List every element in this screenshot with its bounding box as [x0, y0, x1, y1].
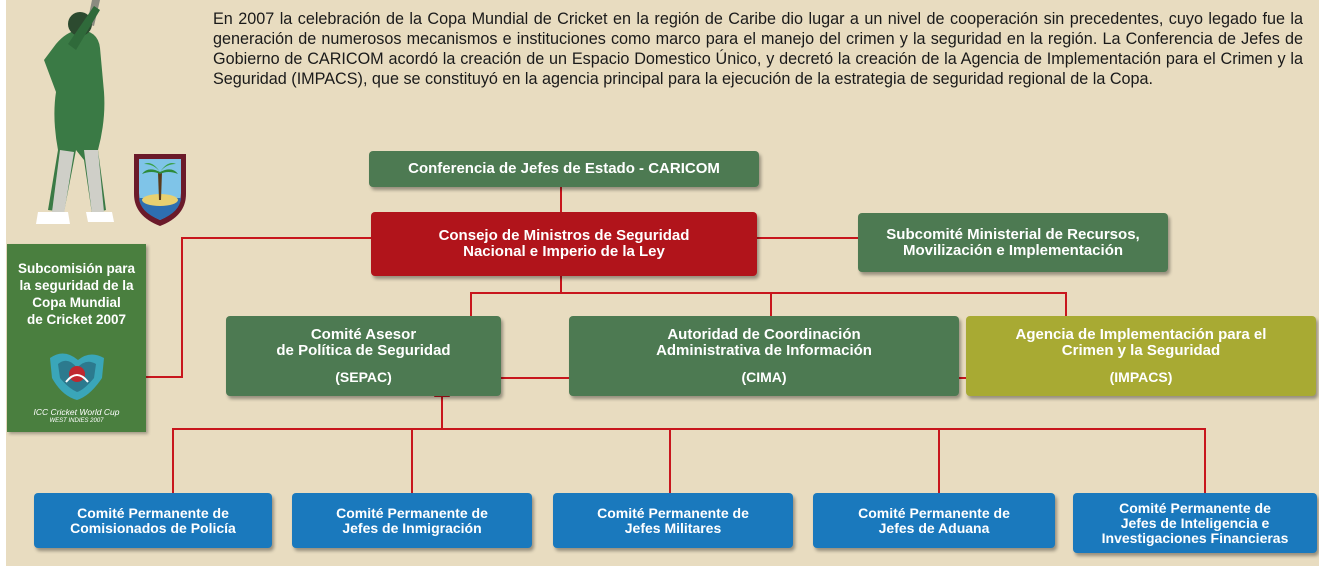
west-indies-crest-icon	[134, 154, 186, 226]
connector-drop-committee-2	[411, 428, 413, 494]
committee-police[interactable]: Comité Permanente de Comisionados de Pol…	[34, 493, 272, 548]
committee-customs-line1: Comité Permanente de	[858, 504, 1010, 521]
node-impacs-abbr: (IMPACS)	[1109, 369, 1173, 385]
connector-sepac-to-bar	[441, 392, 443, 430]
card-title: Subcomisión para la seguridad de la Copa…	[7, 260, 146, 328]
card-title-line1: Subcomisión para	[17, 261, 136, 276]
card-logo-line1: ICC Cricket World Cup	[33, 407, 120, 417]
connector-bottom-bar	[172, 428, 1206, 430]
node-subcommittee[interactable]: Subcomité Ministerial de Recursos, Movil…	[858, 213, 1168, 272]
cricket-world-cup-logo-icon	[50, 353, 104, 400]
committee-police-line2: Comisionados de Policía	[70, 519, 236, 536]
connector-drop-cima	[770, 292, 772, 316]
background-panel	[6, 0, 1319, 566]
node-sepac[interactable]: Comité Asesor de Política de Seguridad (…	[226, 316, 501, 396]
connector-conference-council	[560, 187, 562, 213]
connector-drop-committee-5	[1204, 428, 1206, 494]
committee-intelligence[interactable]: Comité Permanente de Jefes de Inteligenc…	[1073, 493, 1317, 553]
node-sepac-abbr: (SEPAC)	[335, 369, 392, 385]
connector-council-subcommittee	[757, 237, 858, 239]
committee-intelligence-line3: Investigaciones Financieras	[1101, 529, 1289, 546]
cricket-subcommission-card	[7, 244, 146, 432]
node-impacs[interactable]: Agencia de Implementación para el Crimen…	[966, 316, 1316, 396]
committee-intelligence-line2: Jefes de Inteligencia e	[1120, 514, 1270, 531]
node-conference[interactable]: Conferencia de Jefes de Estado - CARICOM	[369, 151, 759, 187]
node-subcommittee-line2: Movilización e Implementación	[902, 241, 1124, 259]
connector-drop-committee-3	[669, 428, 671, 494]
node-conference-label: Conferencia de Jefes de Estado - CARICOM	[408, 160, 720, 177]
committee-customs-line2: Jefes de Aduana	[878, 519, 990, 536]
node-sepac-line2: de Política de Seguridad	[276, 342, 451, 359]
connector-drop-committee-1	[172, 428, 174, 494]
node-council-line1: Consejo de Ministros de Seguridad	[438, 227, 690, 244]
committee-immigration[interactable]: Comité Permanente de Jefes de Inmigració…	[292, 493, 532, 548]
committee-customs[interactable]: Comité Permanente de Jefes de Aduana	[813, 493, 1055, 548]
card-title-line3: Copa Mundial	[32, 295, 121, 310]
node-sepac-line1: Comité Asesor	[310, 326, 417, 343]
connector-card-vertical	[181, 237, 183, 377]
connector-second-level-bar	[470, 292, 1067, 294]
node-cima[interactable]: Autoridad de Coordinación Administrativa…	[569, 316, 959, 396]
node-impacs-line1: Agencia de Implementación para el	[1015, 326, 1267, 343]
committee-intelligence-line1: Comité Permanente de	[1119, 499, 1271, 516]
node-subcommittee-line1: Subcomité Ministerial de Recursos,	[886, 225, 1140, 243]
intro-paragraph: En 2007 la celebración de la Copa Mundia…	[213, 10, 1303, 88]
connector-council-down	[560, 275, 562, 293]
connector-drop-impacs	[1065, 292, 1067, 316]
connector-drop-committee-4	[938, 428, 940, 494]
node-cima-abbr: (CIMA)	[741, 369, 787, 385]
node-council-line2: Nacional e Imperio de la Ley	[463, 243, 665, 260]
committee-police-line1: Comité Permanente de	[77, 504, 229, 521]
node-cima-line1: Autoridad de Coordinación	[667, 326, 861, 343]
connector-card-horizontal	[181, 237, 371, 239]
card-logo-line2: WEST INDIES 2007	[49, 418, 104, 424]
card-title-line4: de Cricket 2007	[26, 312, 127, 327]
node-cima-line2: Administrativa de Información	[656, 342, 872, 359]
node-impacs-line2: Crimen y la Seguridad	[1061, 342, 1221, 359]
node-council[interactable]: Consejo de Ministros de Seguridad Nacion…	[371, 212, 757, 276]
committee-immigration-line1: Comité Permanente de	[336, 504, 488, 521]
cricket-player-icon	[36, 0, 114, 224]
committee-military[interactable]: Comité Permanente de Jefes Militares	[553, 493, 793, 548]
card-title-line2: la seguridad de la	[19, 278, 134, 293]
committee-military-line1: Comité Permanente de	[597, 504, 749, 521]
connector-drop-sepac	[470, 292, 472, 316]
committee-military-line2: Jefes Militares	[624, 519, 722, 536]
connector-card-bottom	[140, 376, 183, 378]
committee-immigration-line2: Jefes de Inmigración	[342, 519, 482, 536]
